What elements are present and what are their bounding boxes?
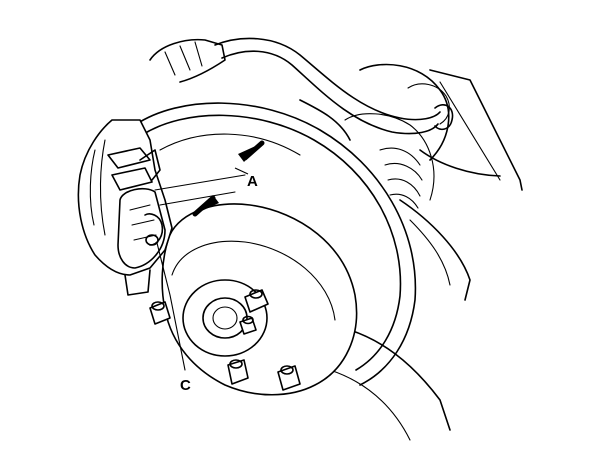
brake-hose [149,37,454,135]
suspension-background [299,63,523,441]
measurement-a: A [154,140,265,217]
leader-c: C [156,242,191,394]
brake-caliper [77,119,173,296]
wheel-hub [149,203,358,396]
brake-disc [134,102,417,386]
label-a: A [247,173,258,190]
label-c: C [180,377,191,394]
